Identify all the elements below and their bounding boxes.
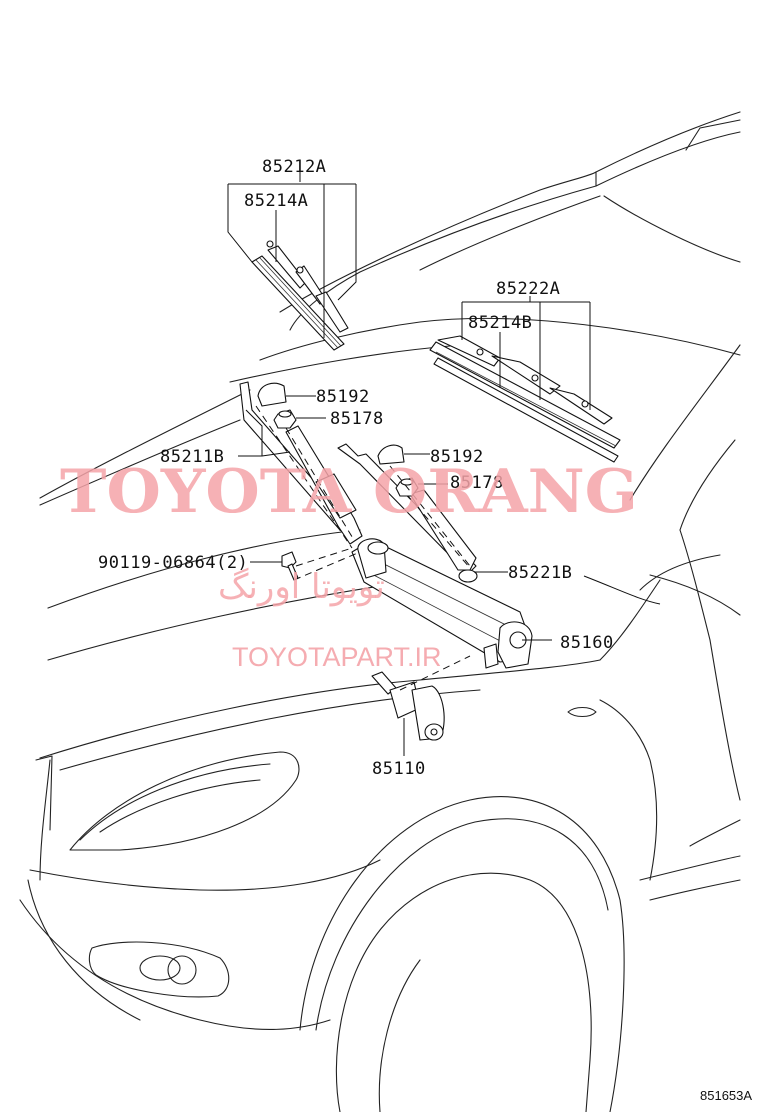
label-85160: 85160: [560, 633, 614, 653]
label-85222A: 85222A: [496, 279, 560, 299]
wiper-blade-right: [429, 335, 621, 463]
label-85221B: 85221B: [508, 563, 572, 583]
cap-85192-lower: [377, 444, 405, 465]
wiper-link-assembly: [351, 538, 533, 669]
label-85192-lower: 85192: [430, 447, 484, 467]
label-90119-06864: 90119-06864(2): [98, 553, 248, 573]
label-85214B: 85214B: [468, 313, 532, 333]
figure-id: 851653A: [700, 1088, 752, 1103]
nut-85178-upper: [273, 409, 297, 429]
watermark-persian: تویوتا اورنگ: [218, 567, 385, 607]
wiper-motor: [371, 671, 445, 741]
leader-lines: [227, 170, 661, 756]
label-85178-lower: 85178: [450, 473, 504, 493]
watermark-main: TOYOTA ORANG: [60, 457, 638, 527]
wiper-arm-left: [239, 381, 363, 545]
bolt-90119: [281, 551, 299, 581]
label-85178-upper: 85178: [330, 409, 384, 429]
label-85214A: 85214A: [244, 191, 308, 211]
label-85211B: 85211B: [160, 447, 224, 467]
label-85212A: 85212A: [262, 157, 326, 177]
wiper-blade-left: [251, 240, 349, 351]
label-85192-upper: 85192: [316, 387, 370, 407]
watermark-site: TOYOTAPART.IR: [232, 642, 442, 672]
label-85110: 85110: [372, 759, 426, 779]
car-body-outline: [19, 111, 741, 1112]
dashed-install-lines: [255, 405, 471, 691]
wiper-arm-right: [337, 443, 478, 583]
cap-85192-upper: [257, 382, 287, 407]
